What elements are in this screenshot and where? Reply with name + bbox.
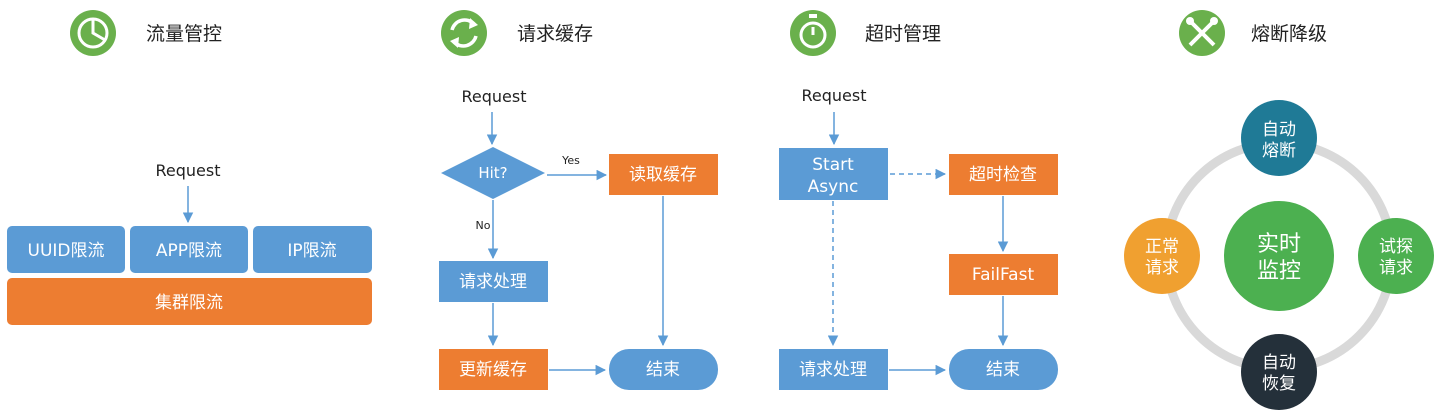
cluster-limit-label: 集群限流 xyxy=(155,293,223,313)
stopwatch-icon xyxy=(790,10,836,56)
cache-process-label: 请求处理 xyxy=(459,272,527,292)
start-label: Start xyxy=(812,155,854,175)
timeout-end-terminal: 结束 xyxy=(949,349,1058,390)
timeout-section: 超时管理 Request Start Async 超时检查 FailFast 请… xyxy=(779,10,1058,390)
ip-limit-label: IP限流 xyxy=(287,241,336,261)
app-limit-box: APP限流 xyxy=(130,226,248,273)
async-label: Async xyxy=(808,177,859,197)
uuid-limit-box: UUID限流 xyxy=(7,226,125,273)
flow-request-label: Request xyxy=(156,161,221,180)
update-cache-label: 更新缓存 xyxy=(459,360,527,380)
tools-icon xyxy=(1179,10,1225,56)
read-cache-label: 读取缓存 xyxy=(629,165,697,185)
start-async-box: Start Async xyxy=(779,148,888,200)
app-limit-label: APP限流 xyxy=(156,241,222,261)
auto-break-node: 自动 熔断 xyxy=(1241,100,1317,176)
failfast-box: FailFast xyxy=(949,254,1058,295)
uuid-limit-label: UUID限流 xyxy=(28,241,105,261)
cache-process-box: 请求处理 xyxy=(439,261,548,302)
timeout-check-box: 超时检查 xyxy=(949,154,1058,195)
center-line1: 实时 xyxy=(1257,232,1301,257)
probe-request-node: 试探 请求 xyxy=(1358,218,1434,294)
cluster-limit-box: 集群限流 xyxy=(7,278,372,325)
hit-label: Hit? xyxy=(478,164,507,182)
refresh-icon xyxy=(441,10,487,56)
update-cache-box: 更新缓存 xyxy=(439,349,548,390)
yes-label: Yes xyxy=(561,154,580,167)
top-line1: 自动 xyxy=(1262,120,1296,140)
cache-end-terminal: 结束 xyxy=(609,349,718,390)
flow-control-section: 流量管控 Request UUID限流 APP限流 IP限流 集群限流 xyxy=(7,10,372,325)
hit-decision-diamond: Hit? xyxy=(441,147,545,199)
pie-chart-icon xyxy=(70,10,116,56)
request-cache-section: 请求缓存 Request Hit? Yes No 读取缓存 请求处理 更新缓存 xyxy=(439,10,718,390)
normal-request-node: 正常 请求 xyxy=(1124,218,1200,294)
left-line1: 正常 xyxy=(1145,237,1179,257)
timeout-end-label: 结束 xyxy=(986,360,1020,380)
timeout-process-box: 请求处理 xyxy=(779,349,888,390)
circuit-breaker-section: 熔断降级 实时 监控 自动 熔断 正常 请求 试探 请求 自动 恢复 xyxy=(1124,10,1434,410)
bottom-line1: 自动 xyxy=(1262,353,1296,373)
circuit-breaker-title: 熔断降级 xyxy=(1251,23,1327,45)
auto-recover-node: 自动 恢复 xyxy=(1241,334,1317,410)
right-line1: 试探 xyxy=(1379,237,1413,257)
failfast-label: FailFast xyxy=(972,265,1035,285)
top-line2: 熔断 xyxy=(1262,141,1296,161)
bottom-line2: 恢复 xyxy=(1262,374,1296,394)
timeout-process-label: 请求处理 xyxy=(799,360,867,380)
monitor-center-node: 实时 监控 xyxy=(1224,201,1334,311)
request-cache-title: 请求缓存 xyxy=(517,23,593,45)
left-line2: 请求 xyxy=(1145,258,1179,278)
ip-limit-box: IP限流 xyxy=(253,226,372,273)
read-cache-box: 读取缓存 xyxy=(609,154,718,195)
flow-control-title: 流量管控 xyxy=(146,23,222,45)
cache-end-label: 结束 xyxy=(646,360,680,380)
timeout-title: 超时管理 xyxy=(865,23,941,45)
center-line2: 监控 xyxy=(1257,259,1301,284)
timeout-request-label: Request xyxy=(802,86,867,105)
right-line2: 请求 xyxy=(1379,258,1413,278)
no-label: No xyxy=(476,219,491,232)
timeout-check-label: 超时检查 xyxy=(969,165,1037,185)
cache-request-label: Request xyxy=(462,87,527,106)
